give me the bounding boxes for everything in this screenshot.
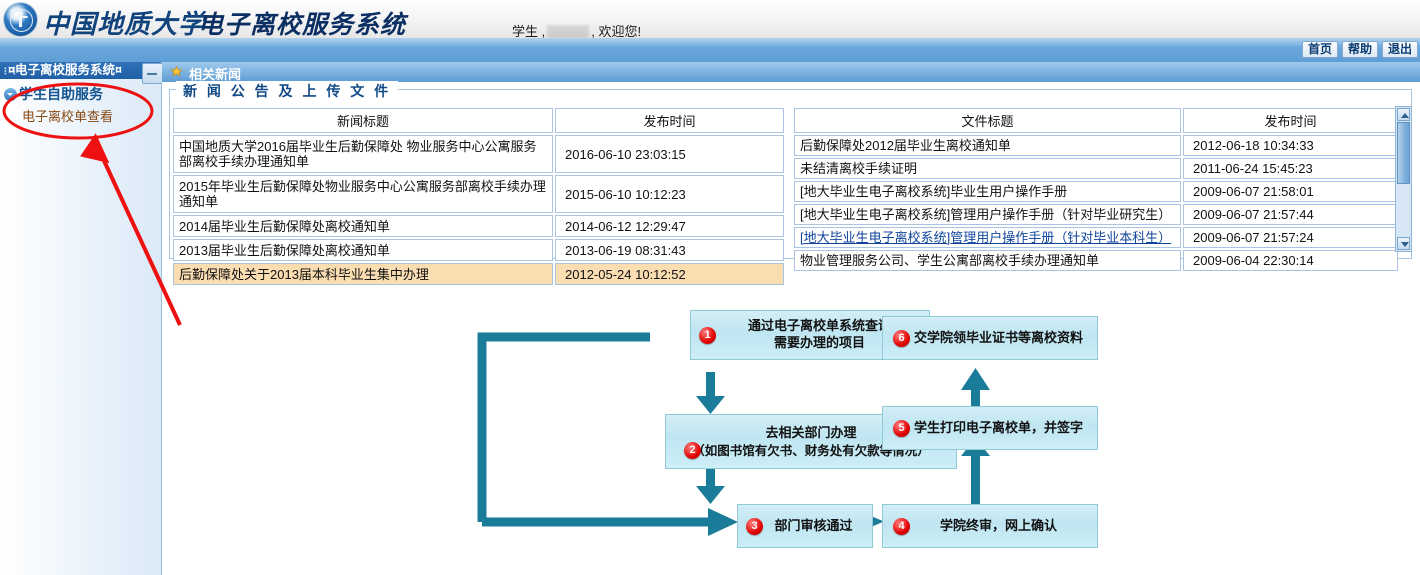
flow-step-4-number: 4: [893, 517, 910, 535]
news-table-header-row: 新闻标题 发布时间: [173, 108, 784, 133]
flow-step-2-line1: 去相关部门办理: [765, 425, 857, 441]
table-row[interactable]: 未结清离校手续证明 2011-06-24 15:45:23: [794, 158, 1398, 179]
sidebar-title-text: ¤电子离校服务系统¤: [8, 63, 122, 77]
flow-step-5-number: 5: [893, 419, 910, 437]
flow-step-3-label: 部门审核通过: [774, 518, 853, 534]
flow-step-6: 6 交学院领毕业证书等离校资料: [882, 316, 1098, 360]
news-title-cell[interactable]: 2014届毕业生后勤保障处离校通知单: [173, 215, 553, 237]
chevron-down-icon: [4, 88, 17, 101]
table-row[interactable]: [地大毕业生电子离校系统]毕业生用户操作手册 2009-06-07 21:58:…: [794, 181, 1398, 202]
flow-step-2-line2: （如图书馆有欠书、财务处有欠款等情况）: [692, 442, 930, 458]
news-title-cell[interactable]: 后勤保障处关于2013届本科毕业生集中办理: [173, 263, 553, 285]
flow-step-4: 4 学院终审，网上确认: [882, 504, 1098, 548]
file-date-cell: 2011-06-24 15:45:23: [1183, 158, 1398, 179]
file-col-date: 发布时间: [1183, 108, 1398, 133]
welcome-prefix: 学生 ,: [512, 24, 546, 39]
nav-sheen: [0, 38, 1420, 47]
news-col-title: 新闻标题: [173, 108, 553, 133]
sidebar-title: ⋮⋮¤电子离校服务系统¤: [0, 62, 161, 79]
flow-step-6-number: 6: [893, 329, 910, 347]
news-pane: 新闻标题 发布时间 中国地质大学2016届毕业生后勤保障处 物业服务中心公寓服务…: [171, 106, 784, 285]
sidebar-collapse-button[interactable]: [142, 63, 163, 84]
scrollbar-thumb[interactable]: [1397, 122, 1410, 184]
flow-step-5: 5 学生打印电子离校单，并签字: [882, 406, 1098, 450]
table-row[interactable]: 后勤保障处2012届毕业生离校通知单 2012-06-18 10:34:33: [794, 135, 1398, 156]
star-burst-icon: [170, 66, 183, 77]
news-date-cell: 2014-06-12 12:29:47: [555, 215, 784, 237]
file-table: 文件标题 发布时间 后勤保障处2012届毕业生离校通知单 2012-06-18 …: [792, 106, 1400, 273]
file-title-cell[interactable]: 未结清离校手续证明: [794, 158, 1181, 179]
file-title-cell[interactable]: [地大毕业生电子离校系统]管理用户操作手册（针对毕业本科生）: [794, 227, 1181, 248]
file-title-cell[interactable]: 物业管理服务公司、学生公寓部离校手续办理通知单: [794, 250, 1181, 271]
scroll-down-button[interactable]: [1397, 237, 1410, 250]
file-title-cell[interactable]: 后勤保障处2012届毕业生离校通知单: [794, 135, 1181, 156]
news-fieldset-legend: 新 闻 公 告 及 上 传 文 件: [176, 81, 399, 101]
flow-step-6-label: 交学院领毕业证书等离校资料: [913, 330, 1083, 346]
redacted-student-name: [547, 25, 590, 38]
news-table: 新闻标题 发布时间 中国地质大学2016届毕业生后勤保障处 物业服务中心公寓服务…: [171, 106, 786, 287]
sidebar-section-label: 学生自助服务: [19, 86, 103, 102]
process-flowchart: 1 通过电子离校单系统查询 需要办理的项目 2 去相关部门办理 （如图书馆有欠书…: [462, 310, 1420, 572]
flow-step-1-line1: 通过电子离校单系统查询: [747, 319, 891, 334]
file-date-cell: 2009-06-07 21:57:44: [1183, 204, 1398, 225]
news-title-cell[interactable]: 2013届毕业生后勤保障处离校通知单: [173, 239, 553, 261]
table-row[interactable]: 2013届毕业生后勤保障处离校通知单 2013-06-19 08:31:43: [173, 239, 784, 261]
system-title: 电子离校服务系统: [198, 10, 407, 39]
file-table-scrollbar[interactable]: [1395, 106, 1412, 252]
table-row[interactable]: [地大毕业生电子离校系统]管理用户操作手册（针对毕业研究生） 2009-06-0…: [794, 204, 1398, 225]
welcome-suffix: , 欢迎您!: [591, 24, 642, 39]
flow-step-2-label: 去相关部门办理 （如图书馆有欠书、财务处有欠款等情况）: [672, 425, 950, 459]
file-col-title: 文件标题: [794, 108, 1181, 133]
news-title-cell[interactable]: 2015年毕业生后勤保障处物业服务中心公寓服务部离校手续办理通知单: [173, 175, 553, 213]
table-row-highlighted[interactable]: 后勤保障处关于2013届本科毕业生集中办理 2012-05-24 10:12:5…: [173, 263, 784, 285]
flow-step-1-label: 通过电子离校单系统查询 需要办理的项目: [716, 318, 923, 352]
nav-button-home[interactable]: 首页: [1301, 41, 1338, 58]
table-row[interactable]: 中国地质大学2016届毕业生后勤保障处 物业服务中心公寓服务部离校手续办理通知单…: [173, 135, 784, 173]
university-seal-icon: [4, 3, 37, 36]
file-date-cell: 2012-06-18 10:34:33: [1183, 135, 1398, 156]
flow-step-1-number: 1: [699, 326, 716, 344]
nav-buttons: 首页 帮助 退出: [1301, 41, 1418, 58]
nav-button-help[interactable]: 帮助: [1341, 41, 1378, 58]
flow-step-3: 3 部门审核通过: [737, 504, 873, 548]
news-date-cell: 2012-05-24 10:12:52: [555, 263, 784, 285]
nav-button-logout[interactable]: 退出: [1381, 41, 1418, 58]
news-col-date: 发布时间: [555, 108, 784, 133]
sidebar-item-view-leave-form[interactable]: 电子离校单查看: [22, 109, 114, 124]
news-date-cell: 2015-06-10 10:12:23: [555, 175, 784, 213]
table-row[interactable]: 物业管理服务公司、学生公寓部离校手续办理通知单 2009-06-04 22:30…: [794, 250, 1398, 271]
table-row[interactable]: 2015年毕业生后勤保障处物业服务中心公寓服务部离校手续办理通知单 2015-0…: [173, 175, 784, 213]
flow-step-4-label: 学院终审，网上确认: [939, 518, 1057, 534]
file-title-cell[interactable]: [地大毕业生电子离校系统]管理用户操作手册（针对毕业研究生）: [794, 204, 1181, 225]
scroll-up-button[interactable]: [1397, 108, 1410, 121]
file-date-cell: 2009-06-07 21:57:24: [1183, 227, 1398, 248]
table-row[interactable]: [地大毕业生电子离校系统]管理用户操作手册（针对毕业本科生） 2009-06-0…: [794, 227, 1398, 248]
tables-container: 新闻标题 发布时间 中国地质大学2016届毕业生后勤保障处 物业服务中心公寓服务…: [171, 106, 1420, 285]
content-header-title: 相关新闻: [189, 67, 242, 82]
content-header: 相关新闻: [162, 62, 1420, 82]
file-date-cell: 2009-06-04 22:30:14: [1183, 250, 1398, 271]
flow-step-1-line2: 需要办理的项目: [773, 336, 865, 351]
welcome-text: 学生 , , 欢迎您!: [512, 21, 641, 40]
app-banner: 中国地质大学 电子离校服务系统 学生 , , 欢迎您!: [0, 0, 1420, 40]
file-date-cell: 2009-06-07 21:58:01: [1183, 181, 1398, 202]
flow-step-3-number: 3: [746, 517, 763, 535]
news-date-cell: 2013-06-19 08:31:43: [555, 239, 784, 261]
sidebar-section-student-self-service[interactable]: 学生自助服务: [4, 84, 103, 104]
table-row[interactable]: 2014届毕业生后勤保障处离校通知单 2014-06-12 12:29:47: [173, 215, 784, 237]
file-title-cell[interactable]: [地大毕业生电子离校系统]毕业生用户操作手册: [794, 181, 1181, 202]
content-area: 相关新闻 新 闻 公 告 及 上 传 文 件 新闻标题 发布时间: [162, 62, 1420, 575]
file-table-header-row: 文件标题 发布时间: [794, 108, 1398, 133]
news-title-cell[interactable]: 中国地质大学2016届毕业生后勤保障处 物业服务中心公寓服务部离校手续办理通知单: [173, 135, 553, 173]
university-name: 中国地质大学: [43, 10, 206, 40]
sidebar: ⋮⋮¤电子离校服务系统¤ 学生自助服务 电子离校单查看: [0, 62, 162, 575]
news-date-cell: 2016-06-10 23:03:15: [555, 135, 784, 173]
flow-step-2-number: 2: [684, 442, 701, 459]
nav-band: 首页 帮助 退出: [0, 38, 1420, 63]
grip-icon: ⋮⋮: [1, 66, 19, 76]
file-pane: 文件标题 发布时间 后勤保障处2012届毕业生离校通知单 2012-06-18 …: [792, 106, 1412, 271]
file-title-link[interactable]: [地大毕业生电子离校系统]管理用户操作手册（针对毕业本科生）: [800, 230, 1172, 245]
flow-step-5-label: 学生打印电子离校单，并签字: [913, 420, 1083, 436]
